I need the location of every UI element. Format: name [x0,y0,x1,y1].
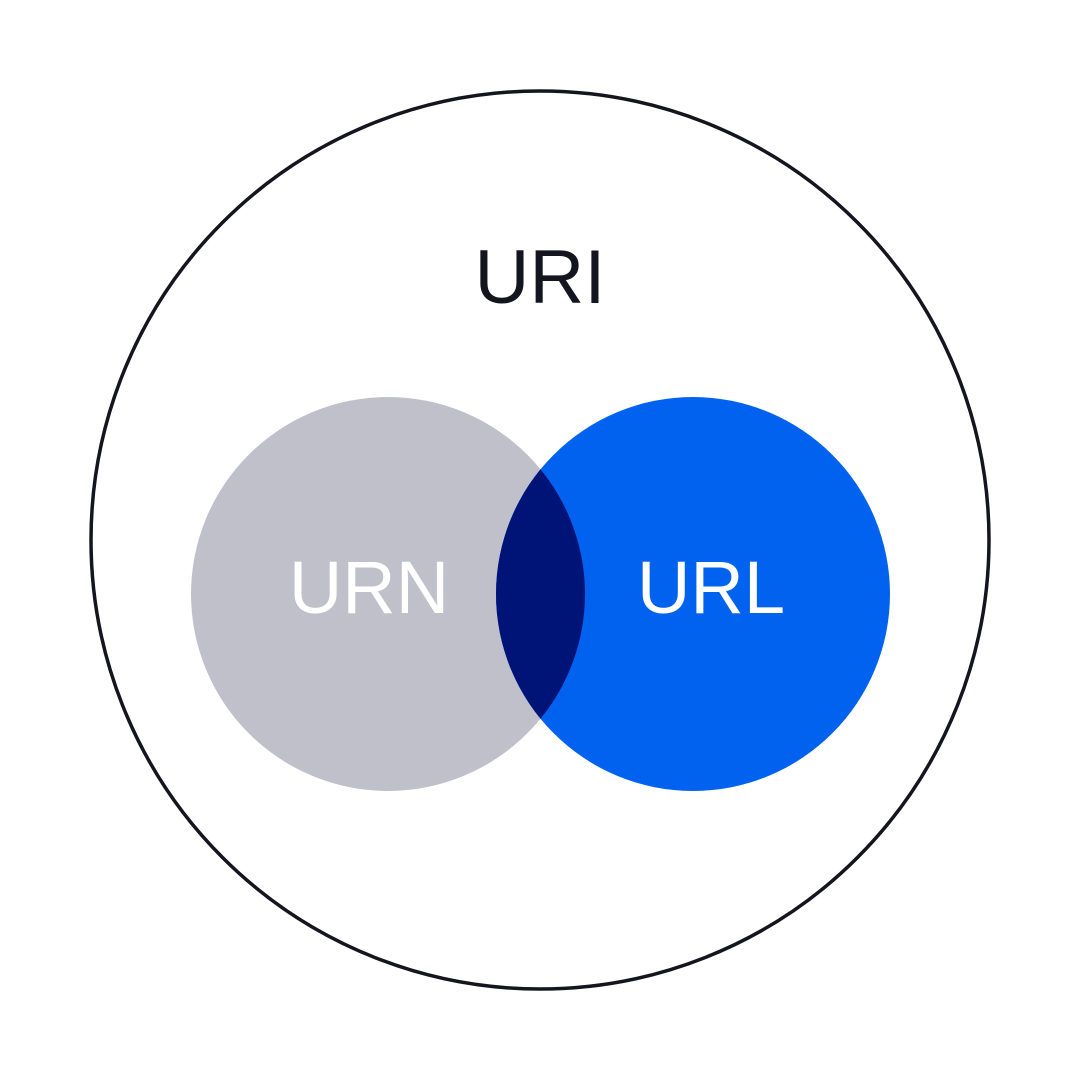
urn-label: URN [289,546,449,629]
uri-circle [89,89,991,991]
url-label: URL [637,546,785,629]
urn-circle [191,397,585,791]
uri-label: URI [475,235,606,320]
url-circle [496,397,890,791]
